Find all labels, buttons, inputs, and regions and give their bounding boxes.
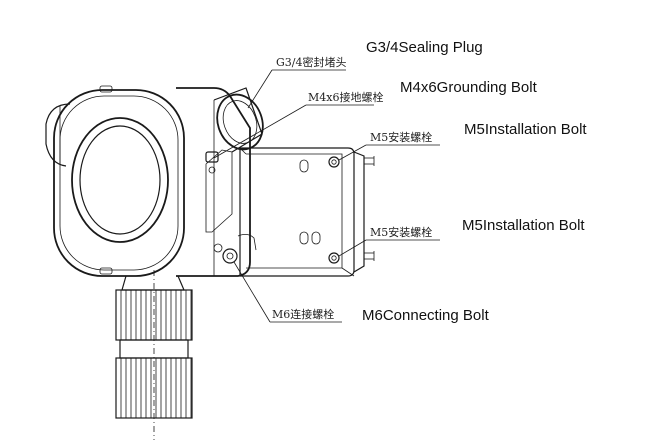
sealing-plug — [213, 87, 264, 153]
detector-housing — [45, 85, 251, 277]
sealing-plug-label-en: G3/4Sealing Plug — [366, 39, 483, 56]
install-bolt-bottom-label-cn: M5安装螺栓 — [370, 225, 432, 239]
m5-bolt-top — [328, 156, 340, 168]
grounding-bolt-label-en: M4x6Grounding Bolt — [400, 79, 538, 96]
install-bolt-bottom-label-en: M5Installation Bolt — [462, 217, 585, 234]
connecting-bolt-label-cn: M6连接螺栓 — [272, 307, 334, 321]
grounding-bolt — [205, 151, 219, 174]
sealing-plug-label-cn: G3/4密封堵头 — [276, 55, 347, 69]
connecting-bolt-label-en: M6Connecting Bolt — [362, 307, 490, 324]
install-bolt-top-label-cn: M5安装螺栓 — [370, 130, 432, 144]
sensor-head — [115, 270, 193, 440]
mounting-bracket — [239, 147, 375, 277]
m6-connecting-bolt — [213, 234, 257, 264]
install-bolt-top-label-en: M5Installation Bolt — [464, 121, 587, 138]
m5-bolt-bottom — [328, 252, 340, 264]
leader-lines — [213, 69, 440, 323]
grounding-bolt-label-cn: M4x6接地螺栓 — [308, 90, 383, 104]
